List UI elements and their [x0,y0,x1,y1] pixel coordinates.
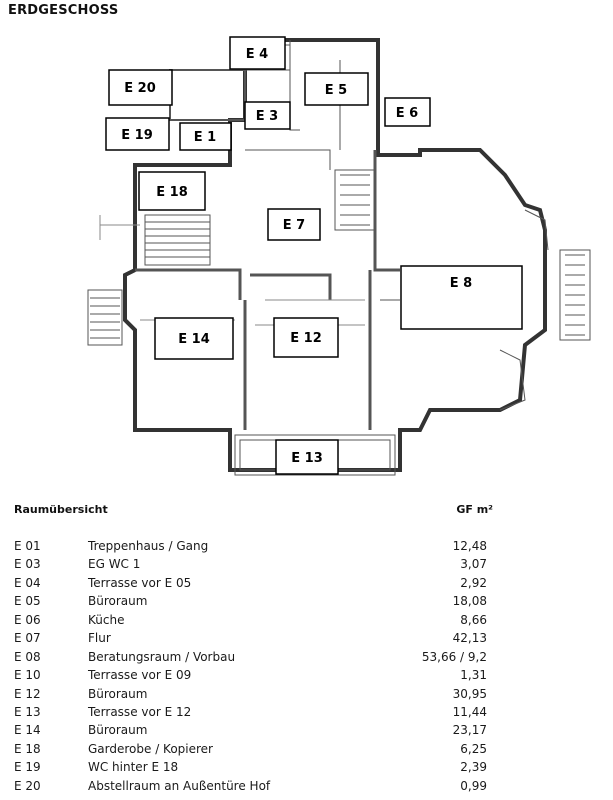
table-row: E 13 Terrasse vor E 12 11,44 [14,704,487,722]
floor-plan: E 4 E 20 E 5 E 3 E 6 E 19 E 1 E 18 E 7 E… [87,36,591,476]
room-code: E 14 [14,723,41,738]
room-area: 3,07 [460,557,487,572]
room-area: 12,48 [452,539,487,553]
plan-label-e7: E 7 [283,218,305,233]
table-row: E 05 Büroraum 18,08 [14,593,487,611]
room-code: E 19 [14,760,41,775]
page-title: ERDGESCHOSS [8,3,119,18]
room-name: Flur [88,631,111,646]
room-name: Treppenhaus / Gang [88,539,209,553]
table-row: E 18 Garderobe / Kopierer 6,25 [14,741,487,759]
plan-label-e1: E 1 [194,130,216,145]
room-area: 23,17 [452,723,487,738]
table-row: E 08 Beratungsraum / Vorbau 53,66 / 9,2 [14,649,487,667]
room-name: Terrasse vor E 12 [88,704,192,719]
plan-label-e18: E 18 [156,185,188,200]
room-name: Terrasse vor E 09 [88,668,192,683]
plan-label-e14: E 14 [178,332,210,347]
room-table: E 01 Treppenhaus / Gang 12,48 E 03 EG WC 1 3,… [14,538,487,796]
room-name: Terrasse vor E 05 [88,575,192,590]
table-row: E 12 Büroraum 30,95 [14,686,487,704]
plan-label-e4: E 4 [246,47,268,62]
room-name: Garderobe / Kopierer [88,741,213,756]
room-code: E 12 [14,686,41,701]
room-code: E 04 [14,575,41,590]
room-name: Beratungsraum / Vorbau [88,649,236,664]
room-code: E 01 [14,539,41,553]
room-name: Büroraum [88,594,148,609]
table-row: E 01 Treppenhaus / Gang 12,48 [14,538,487,556]
room-code: E 08 [14,649,41,664]
room-area: 0,99 [460,778,487,793]
room-code: E 18 [14,741,41,756]
plan-label-e6: E 6 [396,106,418,121]
table-row: E 10 Terrasse vor E 09 1,31 [14,667,487,685]
table-row: E 07 Flur 42,13 [14,630,487,648]
plan-label-e5: E 5 [325,83,347,98]
plan-label-e20: E 20 [124,81,156,96]
room-area: 53,66 / 9,2 [421,649,487,664]
room-code: E 06 [14,612,41,627]
table-row: E 19 WC hinter E 18 2,39 [14,759,487,777]
plan-label-e3: E 3 [256,109,278,124]
room-code: E 07 [14,631,41,646]
room-code: E 20 [14,778,41,793]
room-code: E 10 [14,668,41,683]
room-area: 2,92 [460,575,487,590]
table-row: E 04 Terrasse vor E 05 2,92 [14,575,487,593]
room-name: Küche [88,612,125,627]
room-area: 8,66 [460,612,487,627]
room-name: Büroraum [88,723,148,738]
room-table-header: Raumübersicht GF m² [14,503,493,519]
room-area: 2,39 [460,760,487,775]
header-room: Raumübersicht [14,503,108,516]
plan-label-e8: E 8 [450,276,472,291]
room-code: E 03 [14,557,41,572]
room-area: 30,95 [452,686,487,701]
table-row: E 03 EG WC 1 3,07 [14,556,487,574]
table-row: E 20 Abstellraum an Außentüre Hof 0,99 [14,778,487,796]
plan-label-e13: E 13 [291,451,323,466]
room-area: 18,08 [452,594,487,609]
plan-label-e19: E 19 [121,128,153,143]
room-area: 11,44 [452,704,487,719]
header-area: GF m² [456,503,493,516]
table-row: E 06 Küche 8,66 [14,612,487,630]
room-area: 1,31 [460,668,487,683]
room-code: E 13 [14,704,41,719]
room-code: E 05 [14,594,41,609]
room-name: EG WC 1 [88,557,141,572]
plan-label-e12: E 12 [290,331,322,346]
table-row: E 14 Büroraum 23,17 [14,722,487,740]
room-area: 42,13 [452,631,487,646]
room-name: Abstellraum an Außentüre Hof [88,778,271,793]
room-name: WC hinter E 18 [88,760,179,775]
room-area: 6,25 [460,741,487,756]
room-name: Büroraum [88,686,148,701]
